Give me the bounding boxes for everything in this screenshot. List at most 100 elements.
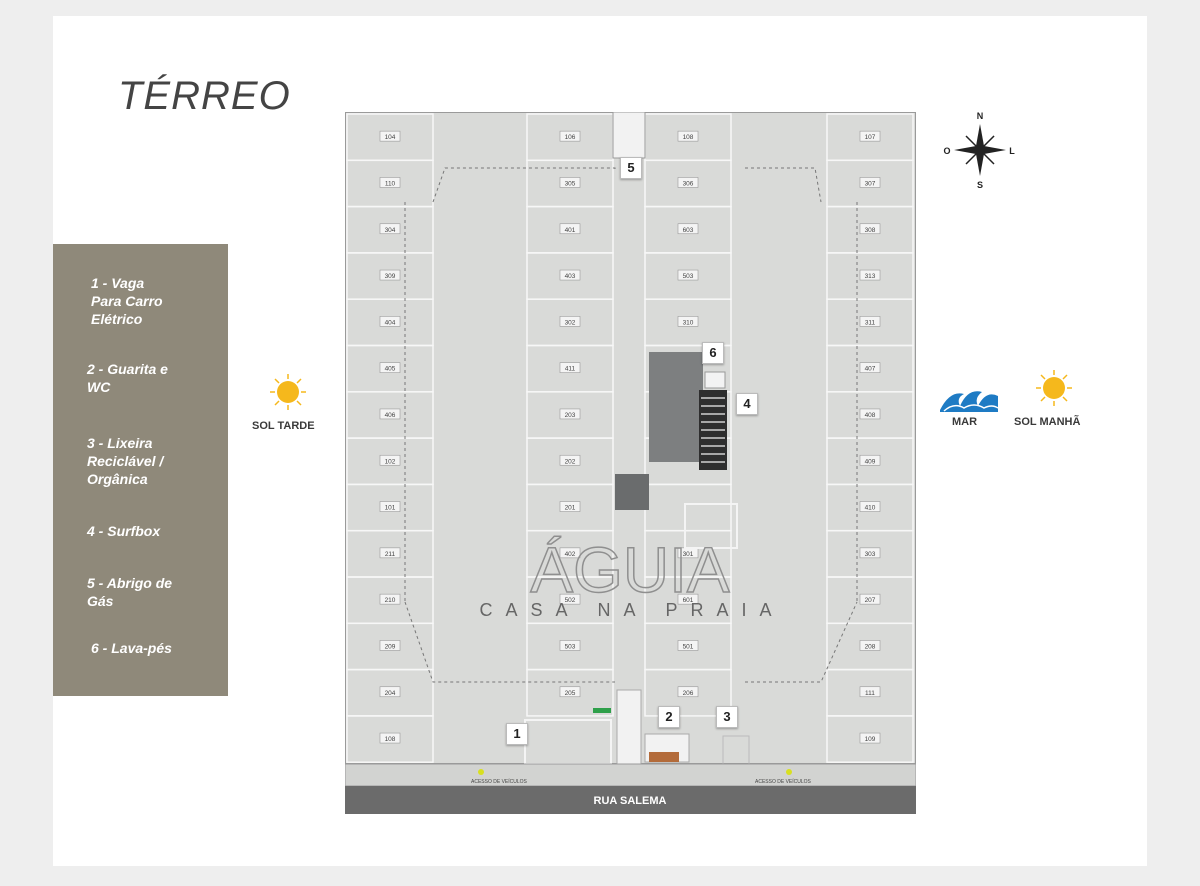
stall-number-box (677, 640, 699, 651)
stall-number-box (677, 130, 699, 142)
stall-number-box (859, 686, 881, 698)
stall-number: 302 (565, 319, 576, 326)
stall-number: 403 (565, 273, 576, 280)
street-label: RUA SALEMA (594, 795, 667, 807)
stall-number-box (559, 408, 581, 420)
stall-number: 501 (683, 643, 694, 650)
stall-number-box (859, 177, 881, 188)
access-left-label: ACESSO DE VEÍCULOS (471, 778, 528, 785)
stall-number: 309 (385, 273, 396, 280)
compass-l: L (1009, 146, 1015, 156)
stall-number-box (859, 454, 881, 466)
marker-2: 2 (658, 706, 680, 728)
stall-number-box (559, 454, 581, 466)
compass-icon: N S O L (943, 111, 1015, 190)
legend-item-5: 5 - Abrigo de Gás (87, 575, 173, 609)
page-title: TÉRREO (118, 74, 291, 118)
stall-number: 306 (683, 180, 694, 187)
stall-number-box (379, 501, 401, 512)
stall-number: 210 (385, 597, 396, 604)
stall-number-box (379, 408, 401, 420)
stall-number-box (379, 686, 401, 698)
stall-number-box (677, 686, 699, 698)
stall-number: 410 (865, 505, 876, 512)
compass-o: O (943, 146, 950, 156)
stall-number: 102 (385, 458, 396, 465)
stall-number: 313 (865, 273, 876, 280)
stall-number-box (859, 640, 881, 651)
stall-number-box (379, 640, 401, 651)
stall-number: 304 (385, 227, 396, 234)
stall-number-box (379, 223, 401, 235)
stall-number-box (677, 316, 699, 327)
stall-number: 311 (865, 319, 876, 326)
stall-number: 503 (683, 273, 694, 280)
stall-number: 107 (865, 134, 876, 141)
stall-number: 206 (683, 690, 694, 697)
stall-number-box (859, 732, 881, 744)
stall-number-box (859, 362, 881, 373)
stall-number: 401 (565, 227, 576, 234)
stall-number: 404 (385, 319, 396, 326)
stall-number-box (559, 593, 581, 605)
stall-number: 208 (865, 643, 876, 650)
sun-icon (1036, 370, 1072, 406)
compass-n: N (977, 111, 984, 121)
watermark-sub: CASA NA PRAIA (479, 600, 784, 620)
stall-number: 301 (683, 551, 694, 558)
legend-item-1: 1 - Vaga Para Carro Elétrico (91, 275, 163, 327)
stall-number: 209 (385, 643, 396, 650)
stall-number: 408 (865, 412, 876, 419)
parking-stall (826, 715, 914, 763)
stall-number-box (379, 454, 401, 466)
stall-number-box (559, 547, 581, 559)
stall-number-box (559, 223, 581, 235)
stall-number: 303 (865, 551, 876, 558)
stall-number: 411 (565, 366, 576, 373)
stall-number: 204 (385, 690, 396, 697)
wave-icon (940, 391, 999, 412)
marker-5: 5 (620, 157, 642, 179)
stall-number-box (559, 362, 581, 373)
marker-1: 1 (506, 723, 528, 745)
watermark-main: ÁGUIA (530, 534, 729, 606)
stall-number-box (859, 130, 881, 142)
stall-number-box (379, 177, 401, 188)
stall-number-box (677, 269, 699, 281)
stall-number: 211 (385, 551, 396, 558)
stall-number-box (379, 130, 401, 142)
stall-number-box (859, 316, 881, 327)
stall-number-box (859, 269, 881, 281)
marker-4: 4 (736, 393, 758, 415)
access-right-label: ACESSO DE VEÍCULOS (755, 778, 812, 785)
stall-number-box (859, 223, 881, 235)
stall-number: 101 (385, 505, 396, 512)
stall-number-box (859, 593, 881, 605)
stall-number-box (559, 640, 581, 651)
stall-number: 502 (565, 597, 576, 604)
stall-number-box (379, 316, 401, 327)
stall-number: 201 (565, 505, 576, 512)
legend-item-4: 4 - Surfbox (87, 523, 161, 539)
stall-number-box (559, 269, 581, 281)
stall-number-box (859, 501, 881, 512)
stall-number: 207 (865, 597, 876, 604)
stall-number: 305 (565, 180, 576, 187)
stall-number: 603 (683, 227, 694, 234)
stall-number: 205 (565, 690, 576, 697)
stall-number: 111 (865, 690, 875, 697)
stall-number: 406 (385, 412, 396, 419)
stall-number-box (379, 547, 401, 559)
stall-number: 601 (683, 597, 694, 604)
sun-icon (270, 374, 306, 410)
stall-number-box (677, 177, 699, 188)
stall-number: 409 (865, 458, 876, 465)
stall-number: 202 (565, 458, 576, 465)
stall-number-box (379, 362, 401, 373)
stall-number: 310 (683, 319, 694, 326)
legend-item-3: 3 - Lixeira Reciclável / Orgânica (87, 435, 164, 487)
stall-number: 503 (565, 643, 576, 650)
legend-panel: 1 - Vaga Para Carro Elétrico 2 - Guarita… (53, 244, 228, 696)
stall-number-box (559, 501, 581, 512)
stall-number-box (559, 177, 581, 188)
